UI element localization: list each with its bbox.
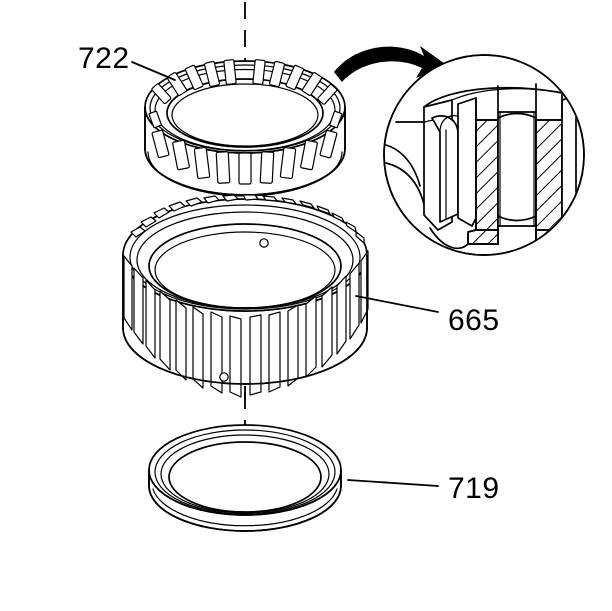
detail-circle — [383, 54, 585, 256]
needle-roller-bearing-cage — [144, 59, 346, 197]
leader-line-719 — [347, 479, 439, 487]
cage-bore-inner-line — [171, 83, 319, 147]
detail-center-pocket-floor — [497, 215, 537, 222]
washer-bottom-edge — [148, 485, 342, 532]
detail-circle-outline — [383, 54, 585, 256]
washer-inner-lower-arc — [168, 476, 322, 513]
washer-side-silhouettes — [148, 469, 342, 487]
reference-label-665: 665 — [448, 304, 500, 337]
detail-center-pocket-edges — [499, 111, 535, 227]
leader-line-665 — [355, 295, 439, 313]
spline-ring-hole-upper — [259, 238, 269, 248]
detail-second-bar — [457, 97, 477, 227]
thrust-washer-ring — [148, 424, 342, 532]
detail-top-surface-2 — [451, 88, 559, 101]
splined-toothed-ring — [122, 194, 369, 398]
leader-lines — [131, 61, 439, 487]
reference-label-719: 719 — [448, 472, 500, 505]
cage-front-pockets — [151, 129, 338, 185]
cage-top-flange-line — [154, 68, 336, 152]
cage-far-side-pockets — [151, 59, 338, 105]
spline-top-inner-edge — [129, 204, 361, 310]
detail-hatch-fill-right — [535, 119, 563, 231]
reference-label-722: 722 — [78, 42, 130, 75]
detail-bg-contour-1 — [385, 144, 421, 187]
leader-line-722 — [131, 61, 176, 81]
detail-roller-top-curve — [439, 115, 459, 133]
detail-bottom-contour — [429, 227, 469, 250]
detail-hatch-fill-left — [475, 119, 499, 231]
spline-ring-hole-lower — [219, 372, 229, 382]
spline-bore-step — [154, 231, 336, 309]
detail-right-bar — [561, 95, 577, 223]
detail-center-pocket-ceil — [497, 112, 537, 119]
spline-ring-bottom-edge — [122, 327, 368, 385]
washer-bottom-edge-2 — [152, 488, 338, 527]
cage-bore-opening — [166, 78, 324, 148]
cage-upper-band-pockets — [148, 110, 343, 129]
detail-bg-contour-2 — [385, 162, 425, 205]
detail-arrow — [334, 46, 448, 82]
detail-hatch-foot-left-fill — [467, 229, 499, 245]
detail-roller — [431, 115, 459, 223]
washer-step-1 — [154, 429, 336, 515]
washer-step-2 — [160, 434, 330, 514]
spline-top-tooth-bumps — [130, 194, 365, 244]
detail-center-pocket — [497, 111, 537, 227]
